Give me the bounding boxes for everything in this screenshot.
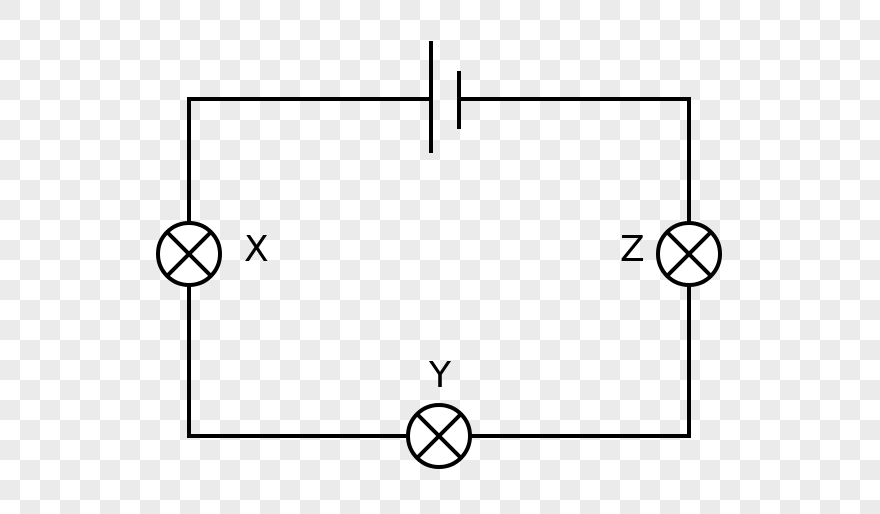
lamp-y-label: Y: [429, 355, 451, 396]
lamp-z-icon: [656, 221, 722, 287]
lamp-x-icon: [156, 221, 222, 287]
lamp-z-label: Z: [620, 229, 645, 270]
battery-icon: [429, 41, 461, 153]
lamp-x-label: X: [244, 229, 269, 270]
lamp-y-icon: [406, 403, 472, 469]
